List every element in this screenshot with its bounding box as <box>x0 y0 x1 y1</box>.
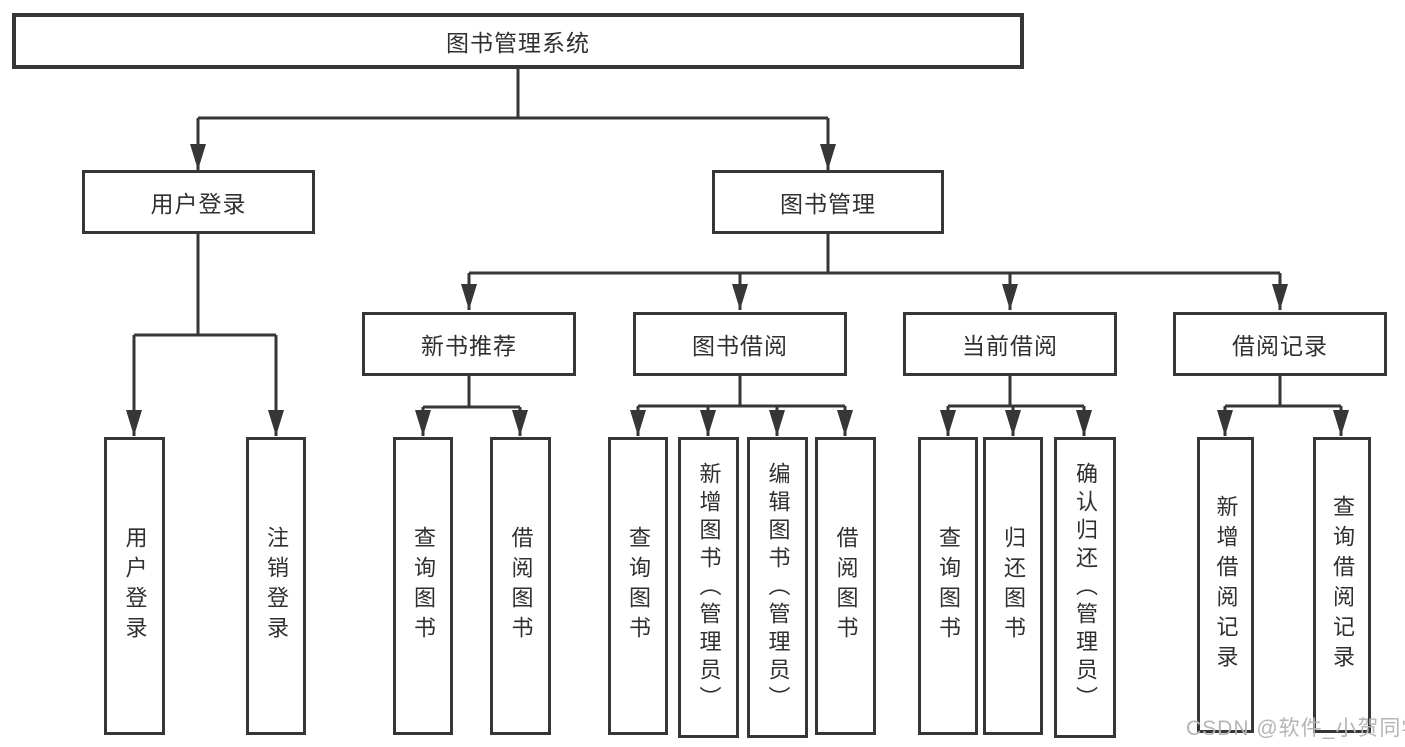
connector-newbookrec-split <box>415 376 528 436</box>
leaf-user-login-label: 用户登录 <box>122 526 148 646</box>
leaf-logout: 注销登录 <box>246 437 306 735</box>
node-book-borrow: 图书借阅 <box>633 312 847 376</box>
arrowhead <box>1076 410 1092 436</box>
arrowhead <box>630 410 646 436</box>
arrowhead <box>512 410 528 436</box>
node-user-login: 用户登录 <box>82 170 315 234</box>
leaf-records-add-record-label: 新增借阅记录 <box>1213 495 1239 675</box>
arrowhead <box>700 410 716 436</box>
leaf-current-confirm-return-admin: 确认归还（管理员） <box>1054 437 1116 738</box>
node-current-borrow-label: 当前借阅 <box>962 333 1058 359</box>
arrowhead <box>1217 410 1233 436</box>
leaf-borrow-query-books: 查询图书 <box>608 437 668 735</box>
leaf-newrec-query-books: 查询图书 <box>393 437 453 735</box>
arrowhead <box>769 410 785 436</box>
leaf-records-query-record-label: 查询借阅记录 <box>1330 495 1355 675</box>
leaf-newrec-query-books-label: 查询图书 <box>411 526 436 646</box>
arrowhead <box>1005 410 1021 436</box>
leaf-records-add-record: 新增借阅记录 <box>1197 437 1254 733</box>
arrowhead <box>732 284 748 310</box>
node-borrow-records-label: 借阅记录 <box>1232 333 1328 359</box>
arrowhead <box>126 410 142 436</box>
connector-userlogin-split <box>126 234 284 436</box>
node-new-book-recommend: 新书推荐 <box>362 312 576 376</box>
leaf-current-confirm-return-admin-label: 确认归还（管理员） <box>1073 461 1098 714</box>
leaf-borrow-edit-books-admin-label: 编辑图书（管理员） <box>765 461 791 714</box>
leaf-logout-label: 注销登录 <box>264 526 289 646</box>
node-library-system-label: 图书管理系统 <box>446 30 590 56</box>
leaf-borrow-edit-books-admin: 编辑图书（管理员） <box>747 437 808 738</box>
leaf-borrow-query-books-label: 查询图书 <box>626 526 651 646</box>
leaf-newrec-borrow-books: 借阅图书 <box>490 437 551 735</box>
leaf-newrec-borrow-books-label: 借阅图书 <box>508 526 534 646</box>
arrowhead <box>940 410 956 436</box>
leaf-borrow-borrow-books: 借阅图书 <box>815 437 876 735</box>
node-current-borrow: 当前借阅 <box>903 312 1117 376</box>
arrowhead <box>837 410 853 436</box>
connector-currentborrow-split <box>940 376 1092 436</box>
connector-root-to-level2 <box>190 69 836 170</box>
leaf-borrow-add-books-admin-label: 新增图书（管理员） <box>696 461 722 714</box>
node-user-login-label: 用户登录 <box>150 191 247 217</box>
leaf-borrow-add-books-admin: 新增图书（管理员） <box>678 437 739 738</box>
leaf-user-login: 用户登录 <box>104 437 165 735</box>
arrowhead <box>820 144 836 170</box>
leaf-current-return-books: 归还图书 <box>983 437 1043 735</box>
node-book-management-label: 图书管理 <box>780 191 876 217</box>
node-library-system: 图书管理系统 <box>12 13 1024 69</box>
leaf-current-query-books-label: 查询图书 <box>936 526 961 646</box>
leaf-current-return-books-label: 归还图书 <box>1001 526 1026 646</box>
node-new-book-recommend-label: 新书推荐 <box>421 333 517 359</box>
node-borrow-records: 借阅记录 <box>1173 312 1387 376</box>
watermark: CSDN @软件_小贺同学 <box>1186 717 1405 740</box>
node-book-management: 图书管理 <box>712 170 944 234</box>
leaf-records-query-record: 查询借阅记录 <box>1313 437 1371 733</box>
arrowhead <box>415 410 431 436</box>
arrowhead <box>1002 284 1018 310</box>
arrowhead <box>461 284 477 310</box>
connector-bookborrow-split <box>630 376 853 436</box>
connector-borrowrecords-split <box>1217 376 1349 436</box>
arrowhead <box>1272 284 1288 310</box>
connector-bookmgmt-to-level3 <box>461 234 1288 310</box>
arrowhead <box>1333 410 1349 436</box>
arrowhead <box>268 410 284 436</box>
node-book-borrow-label: 图书借阅 <box>692 333 788 359</box>
leaf-current-query-books: 查询图书 <box>918 437 978 735</box>
arrowhead <box>190 144 206 170</box>
leaf-borrow-borrow-books-label: 借阅图书 <box>833 526 859 646</box>
